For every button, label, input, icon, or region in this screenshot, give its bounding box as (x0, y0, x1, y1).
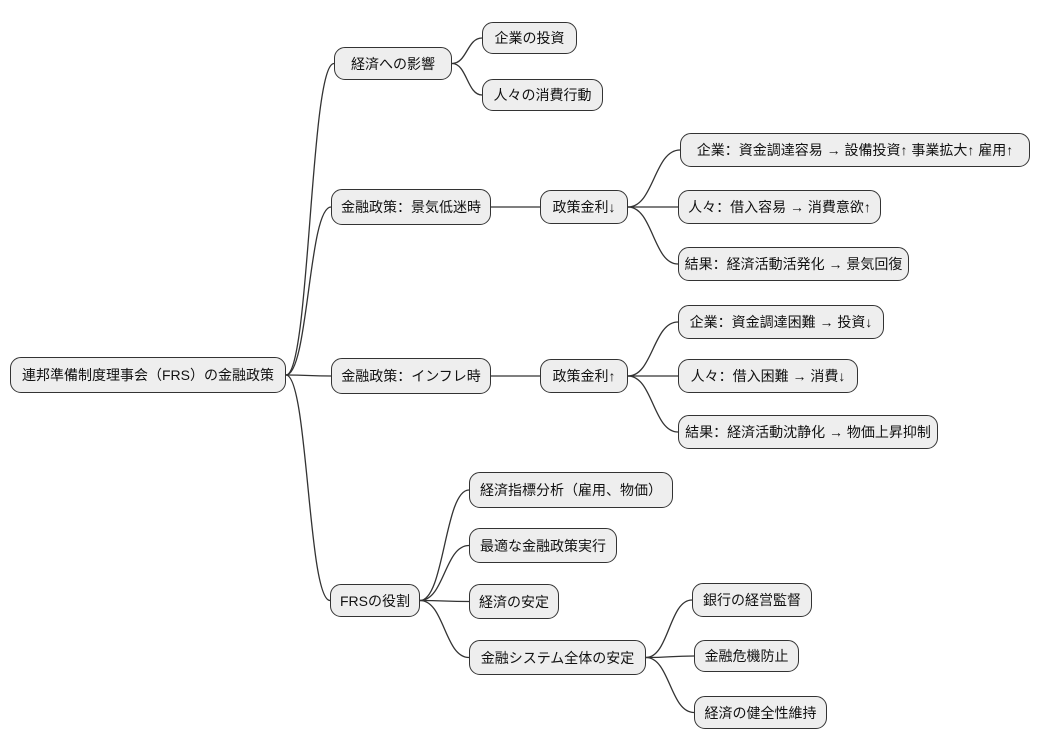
edge-financial-system-stability-to-bank-supervision (645, 599, 693, 659)
edge-frs-role-to-optimal-policy (419, 544, 470, 602)
mindmap-node-label-corporate-investment: 企業の投資 (494, 30, 565, 46)
edge-rate-up-to-rate-up-corporate (627, 321, 679, 377)
mindmap-node-economic-health: 経済の健全性維持 (694, 696, 827, 729)
mindmap-node-label-consumer-behavior: 人々の消費行動 (493, 87, 592, 103)
mindmap-node-policy-inflation: 金融政策：インフレ時 (331, 358, 491, 394)
mindmap-node-crisis-prevention: 金融危機防止 (694, 640, 799, 672)
mindmap-node-label-rate-down-result: 結果：経済活動活発化 → 景気回復 (684, 256, 903, 272)
mindmap-node-bank-supervision: 銀行の経営監督 (692, 583, 812, 617)
mindmap-node-indicator-analysis: 経済指標分析（雇用、物価） (469, 472, 673, 508)
mindmap-node-root: 連邦準備制度理事会（FRS）の金融政策 (10, 357, 286, 393)
mindmap-node-rate-up-result: 結果：経済活動沈静化 → 物価上昇抑制 (678, 415, 938, 449)
edge-root-to-policy-recession (285, 206, 332, 376)
mindmap-node-label-financial-system-stability: 金融システム全体の安定 (480, 649, 635, 666)
mindmap-node-rate-down-corporate: 企業：資金調達容易 → 設備投資↑ 事業拡大↑ 雇用↑ (680, 133, 1030, 167)
mindmap-node-label-rate-down: 政策金利↓ (552, 199, 616, 215)
edge-rate-down-to-rate-down-corporate (627, 149, 681, 208)
mindmap-node-economic-impact: 経済への影響 (334, 47, 452, 80)
edge-financial-system-stability-to-crisis-prevention (645, 655, 695, 659)
mindmap-node-label-economic-stability: 経済の安定 (479, 593, 549, 610)
edge-root-to-economic-impact (285, 62, 335, 376)
mindmap-node-label-root: 連邦準備制度理事会（FRS）の金融政策 (22, 367, 274, 383)
mindmap-node-label-policy-inflation: 金融政策：インフレ時 (341, 368, 481, 384)
mindmap-node-label-economic-health: 経済の健全性維持 (704, 704, 817, 721)
edge-economic-impact-to-corporate-investment (451, 37, 483, 65)
mindmap-node-rate-up: 政策金利↑ (540, 359, 628, 393)
mindmap-node-label-bank-supervision: 銀行の経営監督 (703, 592, 801, 608)
mindmap-node-rate-down: 政策金利↓ (540, 190, 628, 224)
edge-frs-role-to-indicator-analysis (419, 489, 470, 602)
mindmap-node-label-frs-role: FRSの役割 (340, 592, 410, 609)
edge-financial-system-stability-to-economic-health (645, 656, 695, 714)
edge-rate-up-to-rate-up-result (627, 375, 679, 433)
edge-root-to-policy-inflation (285, 374, 332, 377)
mindmap-node-frs-role: FRSの役割 (330, 584, 420, 617)
mindmap-node-rate-up-people: 人々：借入困難 → 消費↓ (678, 359, 858, 393)
mindmap-node-financial-system-stability: 金融システム全体の安定 (469, 640, 646, 675)
edge-rate-down-to-rate-down-result (627, 206, 679, 265)
edge-economic-impact-to-consumer-behavior (451, 62, 483, 96)
edge-root-to-frs-role (285, 374, 331, 602)
mindmap-node-corporate-investment: 企業の投資 (482, 22, 577, 54)
mindmap-node-label-economic-impact: 経済への影響 (351, 55, 435, 72)
mindmap-node-consumer-behavior: 人々の消費行動 (482, 79, 603, 111)
mindmap-node-label-crisis-prevention: 金融危機防止 (704, 648, 789, 664)
mindmap-node-rate-down-result: 結果：経済活動活発化 → 景気回復 (678, 247, 909, 281)
mindmap-node-optimal-policy: 最適な金融政策実行 (469, 528, 617, 563)
mindmap-node-policy-recession: 金融政策：景気低迷時 (331, 189, 491, 225)
mindmap-node-label-optimal-policy: 最適な金融政策実行 (480, 537, 606, 554)
mindmap-node-label-rate-down-people: 人々：借入容易 → 消費意欲↑ (688, 199, 871, 215)
mindmap-node-label-rate-up-corporate: 企業：資金調達困難 → 投資↓ (689, 314, 873, 330)
mindmap-node-rate-up-corporate: 企業：資金調達困難 → 投資↓ (678, 305, 884, 339)
mindmap-node-label-rate-down-corporate: 企業：資金調達容易 → 設備投資↑ 事業拡大↑ 雇用↑ (696, 142, 1014, 158)
edge-frs-role-to-economic-stability (419, 599, 470, 603)
mindmap-node-label-policy-recession: 金融政策：景気低迷時 (341, 199, 481, 215)
edge-frs-role-to-financial-system-stability (419, 599, 470, 659)
mindmap-node-rate-down-people: 人々：借入容易 → 消費意欲↑ (678, 190, 881, 224)
mindmap-node-label-indicator-analysis: 経済指標分析（雇用、物価） (480, 482, 662, 498)
mindmap-node-label-rate-up: 政策金利↑ (552, 368, 616, 384)
mindmap-node-economic-stability: 経済の安定 (469, 584, 559, 619)
mindmap-node-label-rate-up-result: 結果：経済活動沈静化 → 物価上昇抑制 (685, 424, 931, 440)
mindmap-node-label-rate-up-people: 人々：借入困難 → 消費↓ (690, 368, 846, 384)
